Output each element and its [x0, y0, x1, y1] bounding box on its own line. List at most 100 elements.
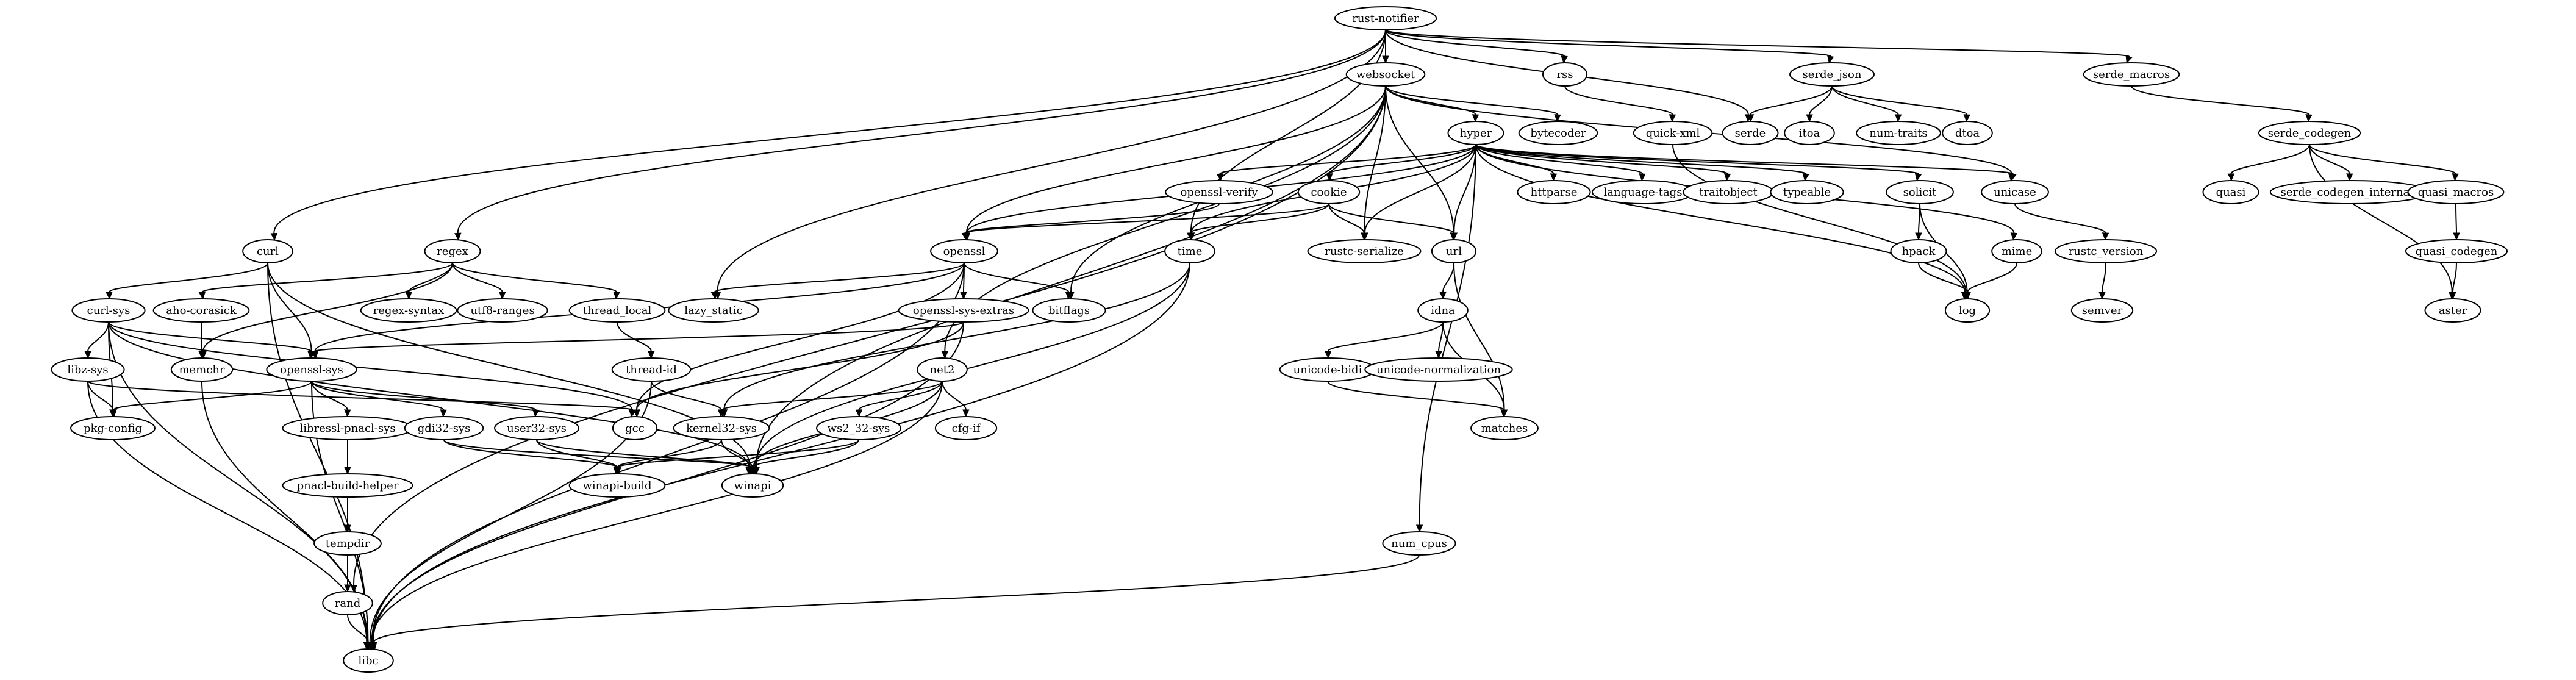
node-num-traits: num-traits — [1856, 121, 1941, 145]
node-label: websocket — [1356, 68, 1415, 81]
edge-openssl-to-bitflags — [964, 262, 1073, 300]
node-rustc-serialize: rustc-serialize — [1307, 239, 1422, 263]
arrowhead — [960, 292, 967, 300]
edge-line — [1475, 144, 1807, 175]
edge-aho-corasick-to-memchr — [198, 321, 206, 359]
node-log: log — [1944, 298, 1991, 323]
edge-line — [714, 262, 965, 293]
edge-line — [1453, 144, 1476, 234]
edge-line — [1453, 262, 1505, 410]
edge-line — [1475, 144, 1644, 174]
edge-line — [651, 381, 722, 410]
node-label: utf8-ranges — [470, 304, 534, 317]
edge-serde-codegen-to-quasi-macros — [2309, 144, 2459, 182]
edge-hyper-to-solicit — [1475, 144, 1922, 182]
edge-line — [201, 262, 453, 293]
node-label: quasi — [2216, 186, 2246, 199]
edge-hyper-to-cookie — [1326, 144, 1476, 182]
edge-line — [87, 321, 109, 352]
node-pnacl-build-helper: pnacl-build-helper — [282, 473, 413, 498]
node-label: time — [1178, 245, 1203, 258]
arrowhead — [1439, 292, 1447, 300]
arrowhead — [710, 291, 718, 300]
edge-line — [1672, 144, 1967, 293]
node-ellipse — [568, 298, 666, 323]
node-regex: regex — [424, 239, 481, 263]
edge-line — [353, 85, 1386, 585]
node-regex-syntax: regex-syntax — [360, 298, 457, 323]
node-label: typeable — [1783, 186, 1831, 199]
node-net2: net2 — [917, 357, 968, 382]
node-ellipse — [1722, 121, 1779, 145]
arrowhead — [344, 467, 351, 475]
node-ellipse — [313, 531, 382, 556]
edge-unicode-bidi-to-matches — [1327, 381, 1508, 418]
arrowhead — [1639, 173, 1646, 182]
node-label: memchr — [179, 363, 224, 376]
node-label: rust-notifier — [1352, 12, 1419, 25]
edge-line — [964, 203, 1220, 234]
edge-hyper-to-unicase — [1475, 144, 2017, 182]
edge-cookie-to-time — [1187, 203, 1329, 241]
node-libc: libc — [343, 648, 394, 673]
edge-line — [273, 29, 1386, 234]
node-rss: rss — [1542, 62, 1588, 87]
node-unicode-normalization: unicode-normalization — [1364, 357, 1513, 382]
edge-websocket-to-hyper — [1385, 85, 1479, 123]
node-typeable: typeable — [1770, 180, 1844, 204]
node-ellipse — [1890, 239, 1947, 263]
arrowhead — [1964, 292, 1972, 300]
edge-kernel32-sys-to-winapi-build — [614, 439, 722, 475]
edge-line — [108, 321, 750, 468]
node-ellipse — [457, 298, 548, 323]
edges-layer — [84, 29, 2460, 650]
node-ellipse — [612, 416, 658, 440]
node-label: lazy_static — [684, 304, 742, 317]
arrowhead — [2227, 173, 2235, 182]
arrowhead — [941, 351, 949, 359]
node-ellipse — [1981, 180, 2049, 204]
arrowhead — [270, 232, 278, 241]
node-label: regex — [437, 245, 468, 258]
arrowhead — [1827, 55, 1834, 64]
arrowhead — [1450, 232, 1458, 241]
node-quasi-macros: quasi_macros — [2407, 180, 2505, 204]
edge-line — [635, 321, 964, 410]
edge-line — [201, 321, 202, 352]
node-label: libz-sys — [67, 363, 108, 376]
arrowhead — [1963, 114, 1971, 123]
arrowhead — [532, 409, 540, 418]
edge-line — [267, 262, 312, 352]
edge-line — [2230, 144, 2310, 174]
edge-line — [311, 381, 348, 410]
node-ws2-32-sys: ws2_32-sys — [816, 416, 901, 440]
node-url: url — [1431, 239, 1477, 263]
node-itoa: itoa — [1784, 121, 1835, 145]
node-ellipse — [494, 416, 579, 440]
node-quick-xml: quick-xml — [1633, 121, 1713, 145]
arrowhead — [629, 409, 637, 418]
edge-line — [2102, 262, 2106, 293]
node-hyper: hyper — [1447, 121, 1504, 145]
edge-hyper-to-num-cpus — [1415, 144, 1476, 533]
edge-gdi32-sys-to-winapi-build — [443, 439, 620, 475]
edge-line — [1385, 29, 1565, 57]
arrowhead — [198, 351, 206, 359]
node-ellipse — [2054, 239, 2158, 263]
node-label: serde_json — [1803, 68, 1862, 81]
node-thread-id: thread-id — [611, 357, 692, 382]
node-ellipse — [1789, 62, 1875, 87]
edge-line — [1475, 144, 1966, 293]
edge-line — [1385, 29, 2130, 57]
node-matches: matches — [1470, 416, 1539, 440]
node-ellipse — [360, 298, 457, 323]
node-aster: aster — [2424, 298, 2481, 323]
arrowhead — [365, 642, 372, 650]
edge-websocket-to-bytecoder — [1385, 85, 1561, 123]
node-label: unicode-normalization — [1376, 363, 1501, 376]
node-label: gcc — [625, 422, 645, 435]
node-ellipse — [1307, 239, 1422, 263]
node-ellipse — [322, 591, 373, 615]
edge-hyper-to-language-tags — [1475, 144, 1646, 182]
edge-line — [452, 262, 618, 293]
